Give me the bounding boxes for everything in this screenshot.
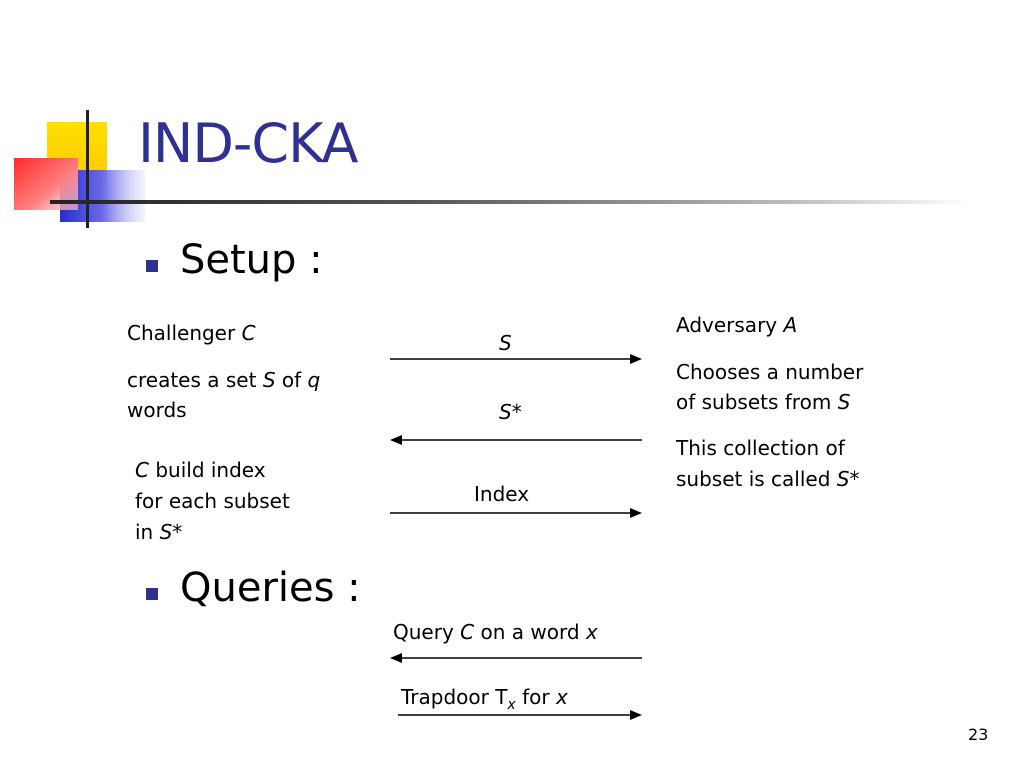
decorative-squares-logo xyxy=(14,110,145,228)
adversary-collection-line2: subset is called S* xyxy=(676,467,860,491)
challenger-words: words xyxy=(127,398,187,422)
queries-heading: Queries : xyxy=(180,565,361,611)
query-label: Query C on a word x xyxy=(393,620,598,644)
arrow-label-s: S xyxy=(499,331,512,355)
adversary-chooses-line1: Chooses a number xyxy=(676,360,864,384)
arrow-right-trapdoor xyxy=(398,710,642,720)
setup-heading: Setup : xyxy=(180,237,323,283)
slide-title: IND-CKA xyxy=(138,112,358,175)
bullet-marker xyxy=(146,588,158,600)
trapdoor-label: Trapdoor Tx for x xyxy=(401,685,568,713)
challenger-label: Challenger C xyxy=(127,321,256,345)
adversary-collection-line1: This collection of xyxy=(676,436,845,460)
adversary-chooses-line2: of subsets from S xyxy=(676,390,851,414)
adversary-label: Adversary A xyxy=(676,313,798,337)
build-index-line1: C build index xyxy=(135,458,266,482)
arrow-right-s xyxy=(390,354,642,364)
build-index-line2: for each subset xyxy=(135,489,290,513)
challenger-creates-set: creates a set S of q xyxy=(127,368,321,392)
bullet-marker xyxy=(146,260,158,272)
page-number: 23 xyxy=(968,725,989,744)
arrow-right-index xyxy=(390,508,642,518)
arrow-label-s-star: S* xyxy=(499,400,522,424)
arrow-left-s-star xyxy=(390,435,642,445)
arrow-label-index: Index xyxy=(474,482,530,506)
build-index-line3: in S* xyxy=(135,520,183,544)
vertical-line xyxy=(86,110,89,228)
title-underline xyxy=(50,200,970,204)
arrow-left-query xyxy=(390,653,642,663)
